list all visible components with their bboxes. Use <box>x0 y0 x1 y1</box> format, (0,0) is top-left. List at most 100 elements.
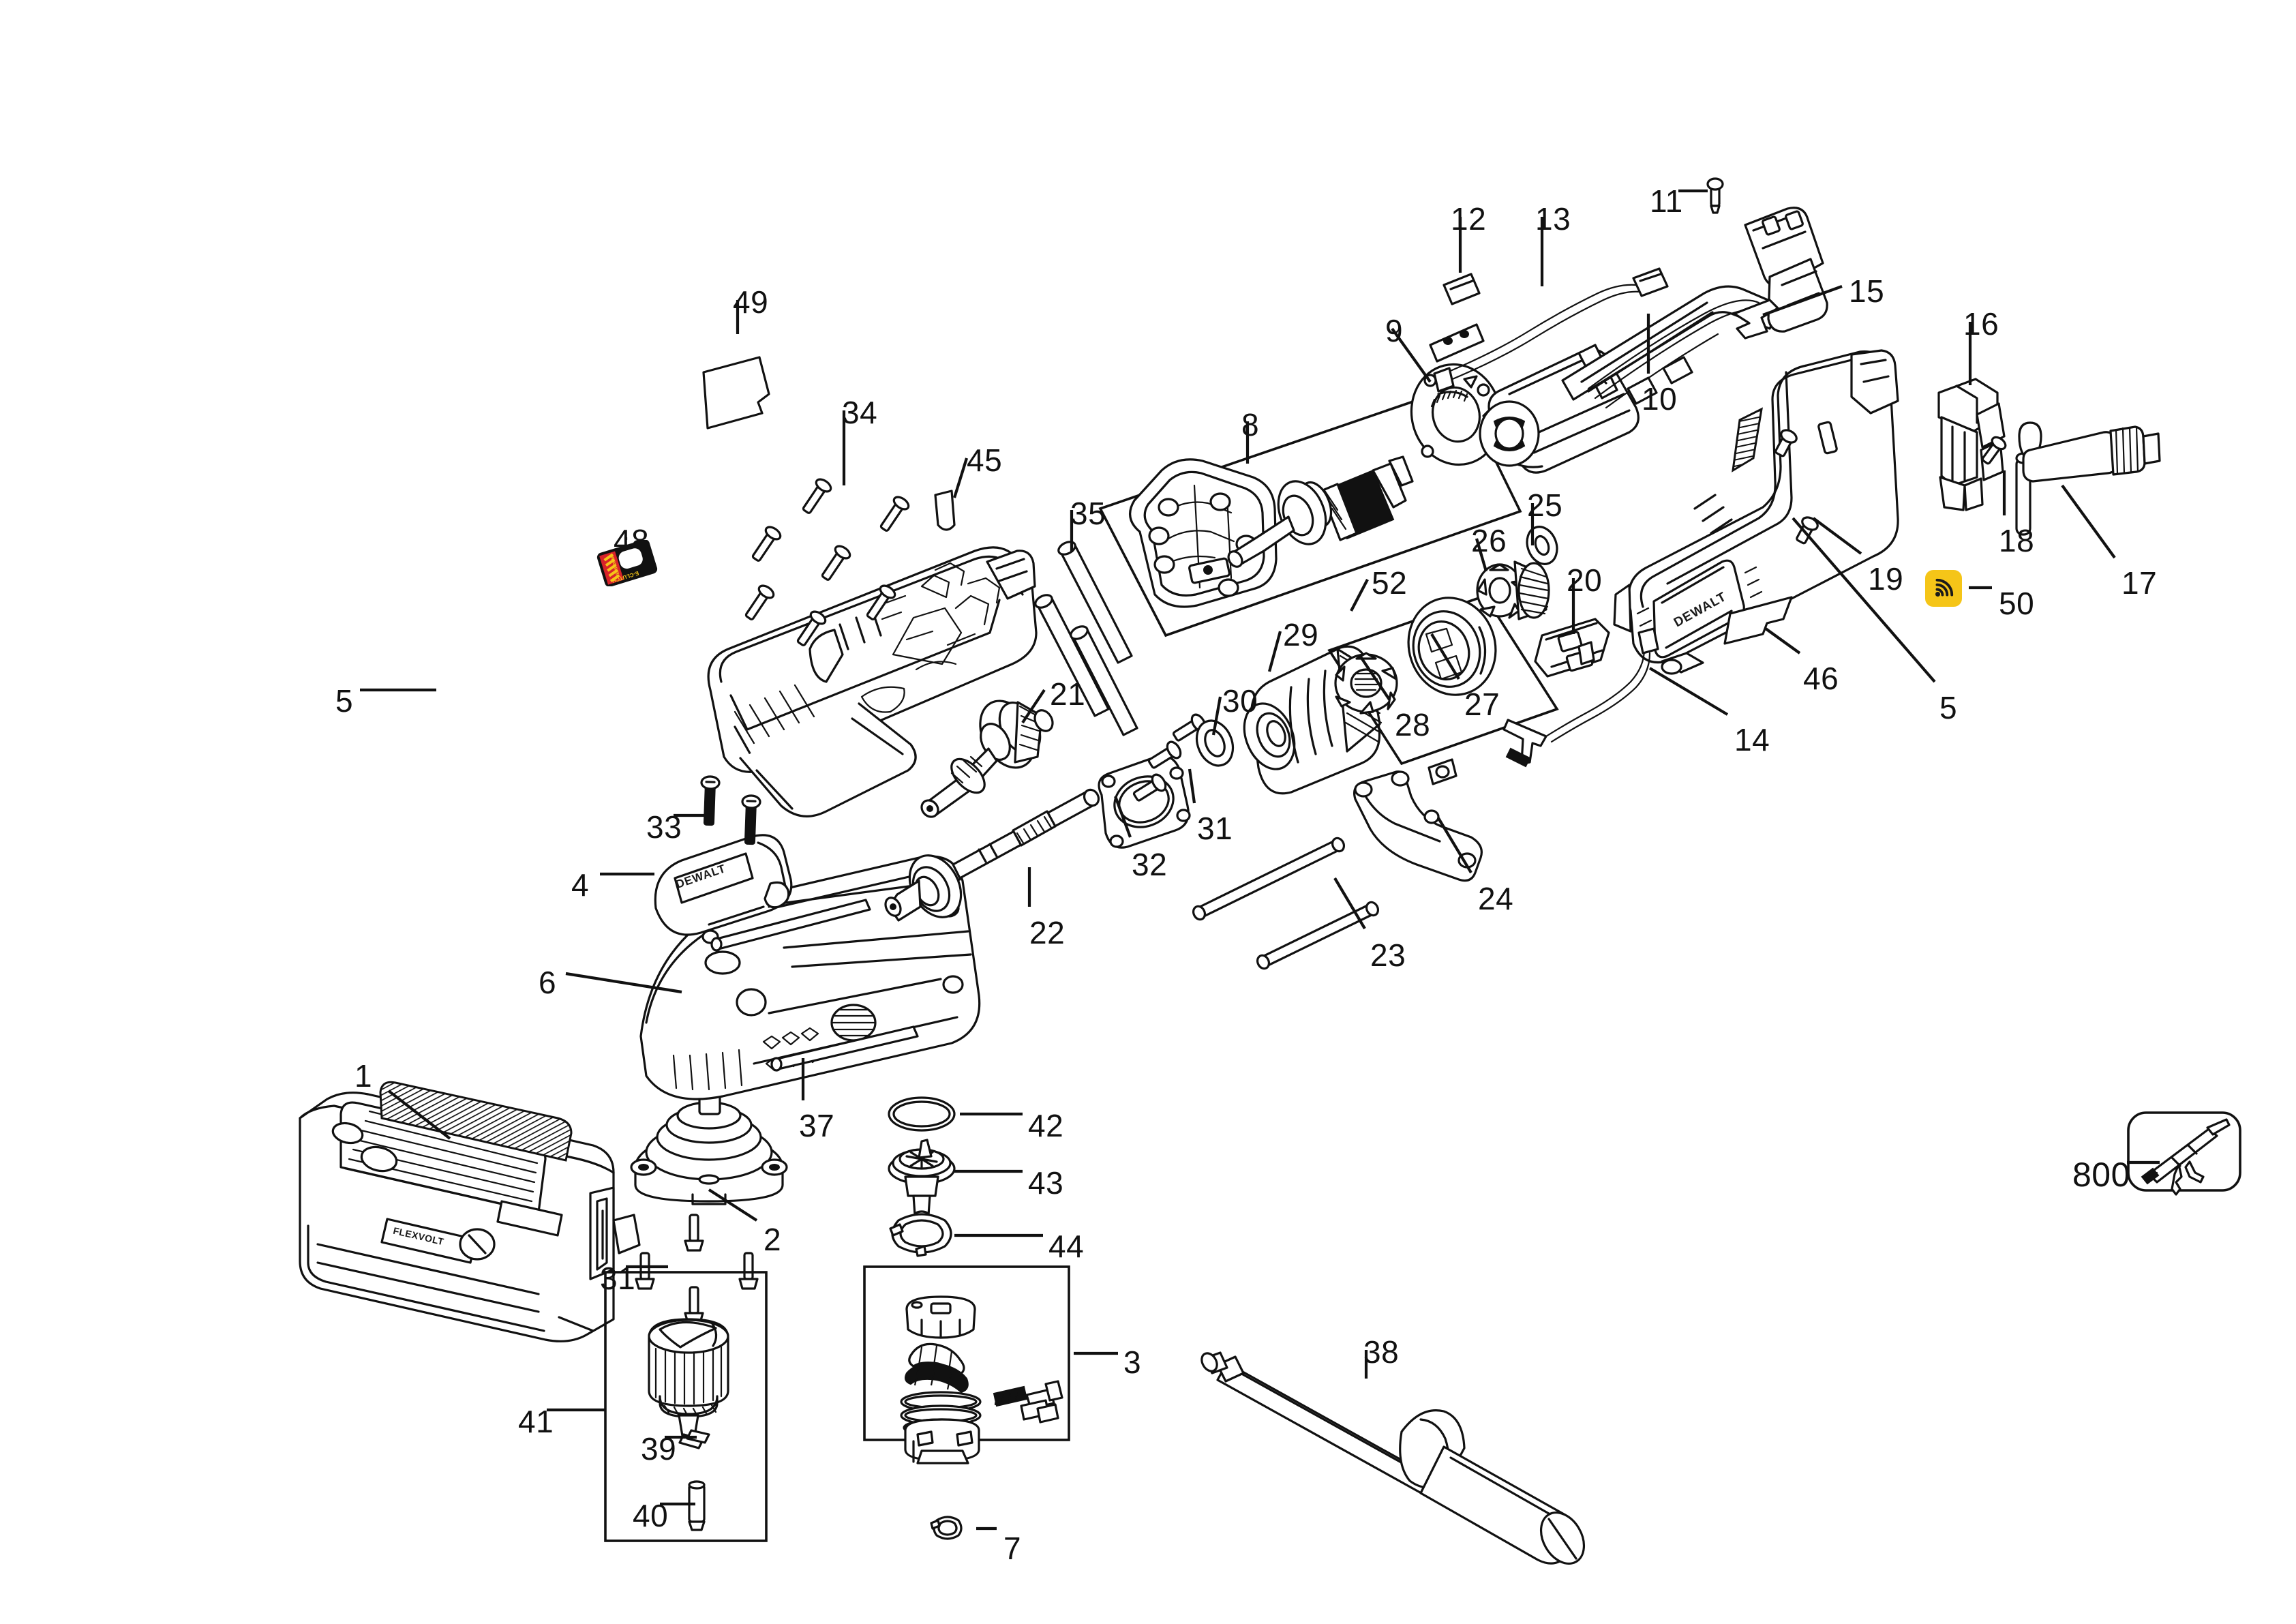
part-pinion-gear-21 <box>920 700 1054 818</box>
callout-31b: 31 <box>600 1261 636 1296</box>
callout-31a: 31 <box>1197 811 1233 846</box>
leader-29 <box>1267 631 1282 672</box>
callout-13: 13 <box>1535 201 1571 237</box>
leader-30 <box>1211 696 1222 736</box>
callout-40: 40 <box>633 1498 669 1533</box>
part-shim-30 <box>1195 719 1235 767</box>
wifi-signal-icon <box>1925 570 1962 607</box>
part-dowel-pins <box>710 899 919 1072</box>
part-tie-rods-23 <box>1192 837 1380 970</box>
callout-34: 34 <box>842 395 878 430</box>
leader-32 <box>1114 796 1132 838</box>
callout-10: 10 <box>1642 381 1678 417</box>
part-motor-housing-cap <box>630 1070 788 1205</box>
callout-32: 32 <box>1132 847 1168 882</box>
callout-28: 28 <box>1395 707 1431 742</box>
callout-21: 21 <box>1050 676 1086 712</box>
group-clutch-kit-box-3 <box>863 1265 1070 1464</box>
callout-25: 25 <box>1527 487 1563 523</box>
part-spring-lower <box>905 1362 969 1394</box>
leader-31a <box>1188 768 1196 804</box>
leader-5b <box>1792 517 1936 683</box>
callout-45: 45 <box>967 442 1003 478</box>
leader-1 <box>387 1089 451 1140</box>
part-yoke-24 <box>1353 758 1483 882</box>
part-led-wire-14 <box>1502 627 1659 768</box>
part-oring-42 <box>888 1096 956 1132</box>
leader-6 <box>565 972 682 994</box>
callout-29: 29 <box>1283 617 1319 652</box>
leader-21 <box>1021 689 1046 724</box>
callout-27: 27 <box>1464 687 1500 722</box>
callout-49: 49 <box>733 284 769 320</box>
part-dewalt-badge <box>654 834 793 936</box>
leader-26 <box>1475 538 1488 572</box>
leader-27 <box>1430 633 1460 680</box>
part-bearing-plate-32 <box>1098 755 1191 849</box>
leader-17 <box>2061 484 2116 559</box>
callout-15: 15 <box>1849 273 1885 309</box>
part-clip-15 <box>1733 299 1779 340</box>
group-chuck-box <box>604 1271 768 1542</box>
part-snapring-44 <box>889 1213 952 1257</box>
part-retaining-ring-7 <box>930 1516 963 1540</box>
part-clutch-ring-27 <box>1407 597 1497 696</box>
callout-35: 35 <box>1070 496 1106 531</box>
leader-46 <box>1764 627 1801 655</box>
callout-16: 16 <box>1963 306 1999 342</box>
leader-14 <box>1648 667 1729 716</box>
callout-7: 7 <box>1003 1531 1022 1566</box>
part-shim-46 <box>1723 596 1793 645</box>
callout-6: 6 <box>539 965 557 1000</box>
leader-52 <box>1350 579 1369 612</box>
callout-12: 12 <box>1451 201 1487 237</box>
callout-39: 39 <box>641 1431 677 1467</box>
leader-23 <box>1333 877 1366 930</box>
callout-46: 46 <box>1803 661 1839 696</box>
leader-19 <box>1812 517 1862 555</box>
part-screw-11 <box>1706 177 1724 214</box>
leader-9 <box>1391 327 1432 383</box>
part-clamshell-right <box>1613 349 1899 675</box>
callout-2: 2 <box>764 1222 782 1257</box>
callout-800: 800 <box>2072 1156 2130 1194</box>
callout-30: 30 <box>1222 683 1258 719</box>
callout-41: 41 <box>518 1404 554 1439</box>
leader-45 <box>952 457 969 498</box>
part-spindle-22 <box>884 788 1100 922</box>
part-spec-label <box>702 356 770 430</box>
part-side-handle-38 <box>1200 1351 1586 1565</box>
part-key-wedge <box>934 490 956 531</box>
part-connector-20 <box>1534 618 1610 678</box>
part-wire-13 <box>1433 267 1669 393</box>
part-battery-pack <box>299 1081 641 1342</box>
callout-38: 38 <box>1363 1334 1400 1370</box>
e-clutch-warning-label: E-CLUTCH PERFORM <box>594 539 660 587</box>
part-armature <box>1227 455 1414 568</box>
part-switch-module-16 <box>1937 378 2006 511</box>
callout-4: 4 <box>571 867 590 903</box>
leader-28 <box>1359 655 1391 701</box>
callout-19: 19 <box>1868 561 1904 597</box>
part-gearcase <box>1129 458 1278 608</box>
callout-1: 1 <box>354 1058 373 1094</box>
callout-44: 44 <box>1048 1229 1085 1264</box>
callout-24: 24 <box>1478 881 1514 916</box>
callout-43: 43 <box>1028 1165 1064 1201</box>
part-screw-18 <box>1981 436 2007 465</box>
part-planet-gear-28 <box>1334 652 1398 715</box>
callout-14: 14 <box>1734 722 1770 757</box>
callout-3: 3 <box>1123 1344 1142 1380</box>
callout-leaders <box>360 189 2160 1531</box>
callout-5b: 5 <box>1939 690 1958 725</box>
callout-18: 18 <box>1999 523 2035 558</box>
leader-24 <box>1437 817 1472 874</box>
callout-11: 11 <box>1650 183 1683 219</box>
callout-37: 37 <box>799 1108 835 1143</box>
callout-52: 52 <box>1372 565 1408 601</box>
part-valve-43 <box>888 1139 956 1220</box>
leader-15 <box>1762 285 1843 316</box>
callout-26: 26 <box>1471 523 1507 558</box>
part-screws-33 <box>700 775 761 845</box>
